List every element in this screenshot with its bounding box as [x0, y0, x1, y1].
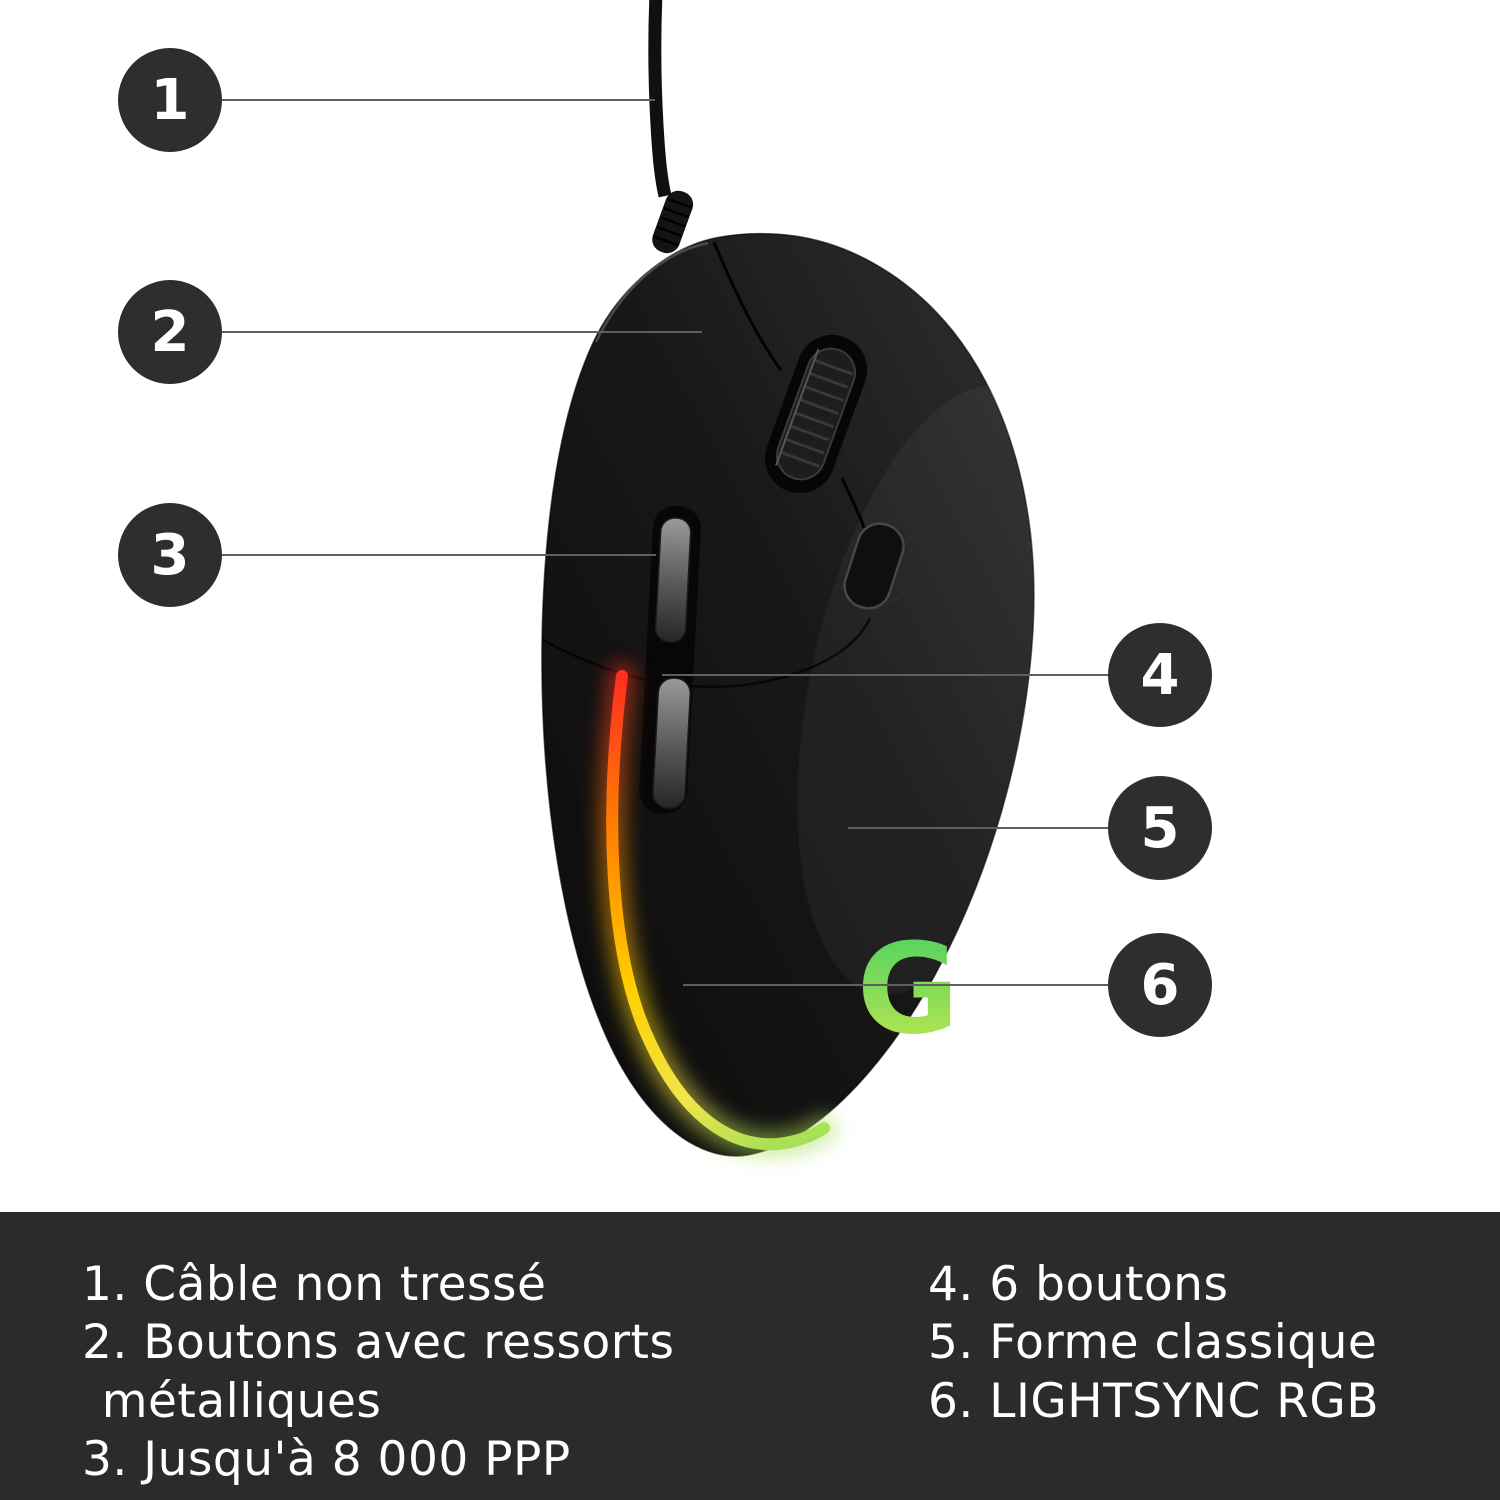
callout-lines	[222, 99, 1108, 986]
callout-3-number: 3	[150, 522, 190, 588]
legend-column-left: 1. Câble non tressé 2. Boutons avec ress…	[82, 1256, 882, 1489]
wheel-to-button-seam	[840, 477, 866, 529]
top-edge-highlight	[594, 241, 709, 343]
callout-2: 2	[118, 280, 222, 384]
callout-3: 3	[118, 503, 222, 607]
callout-6: 6	[1108, 933, 1212, 1037]
legend-item-6: 6. LIGHTSYNC RGB	[928, 1373, 1380, 1429]
cable-strain-relief	[652, 190, 694, 254]
callout-1: 1	[118, 48, 222, 152]
legend-item-3: 3. Jusqu'à 8 000 PPP	[82, 1431, 571, 1487]
side-buttons	[639, 505, 701, 814]
callout-5-number: 5	[1140, 795, 1180, 861]
legend-item-2: 2. Boutons avec ressorts métalliques	[82, 1315, 675, 1429]
legend-item-5: 5. Forme classique	[928, 1315, 1378, 1371]
rgb-light-strip	[598, 662, 838, 1159]
callout-6-number: 6	[1140, 952, 1180, 1018]
legend-column-right: 4. 6 boutons 5. Forme classique 6. LIGHT…	[928, 1256, 1488, 1431]
side-button-back	[652, 677, 692, 809]
side-button-forward	[654, 517, 692, 643]
legend-item-1: 1. Câble non tressé	[82, 1257, 547, 1312]
g-logo: G	[857, 917, 960, 1062]
shell-bottom-seam	[542, 617, 872, 689]
legend-panel: 1. Câble non tressé 2. Boutons avec ress…	[0, 1212, 1500, 1500]
mouse-cable	[648, 0, 672, 198]
callout-4: 4	[1108, 623, 1212, 727]
scroll-wheel	[764, 334, 868, 494]
callout-4-number: 4	[1140, 642, 1180, 708]
legend-item-4: 4. 6 boutons	[928, 1257, 1229, 1312]
callout-1-number: 1	[150, 67, 190, 133]
callout-5: 5	[1108, 776, 1212, 880]
dpi-button	[843, 522, 905, 610]
button-gap-seam	[712, 241, 783, 371]
callout-2-number: 2	[150, 299, 190, 365]
shell-right-seam	[871, 461, 1007, 613]
